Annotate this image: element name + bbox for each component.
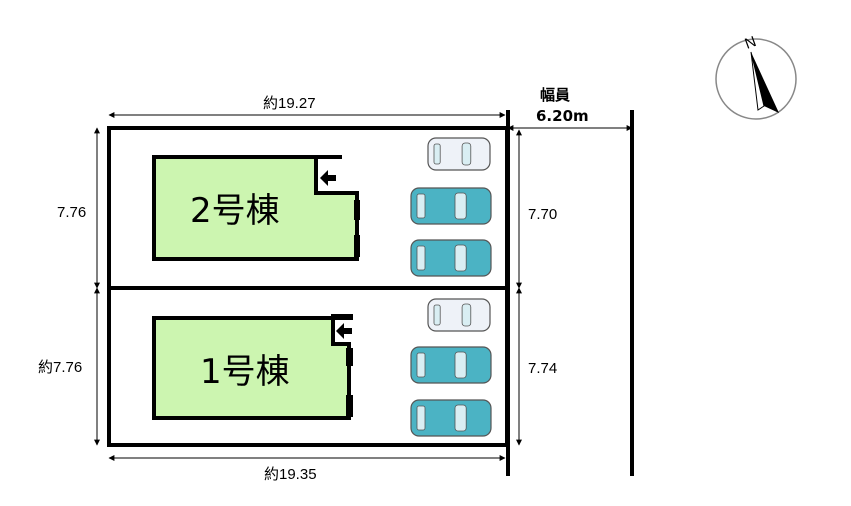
parked-car-icon <box>410 399 492 437</box>
building-1-window <box>346 348 353 366</box>
building-1: 1号棟 <box>152 314 353 420</box>
north-arrow-icon <box>751 52 779 113</box>
left-lower-label: 約7.76 <box>38 359 82 376</box>
entrance-arrow-icon <box>320 170 336 186</box>
building-2-window <box>354 235 360 257</box>
parking <box>410 137 492 437</box>
parked-car-icon <box>427 137 491 171</box>
building-1-label: 1号棟 <box>200 352 290 392</box>
parked-car-icon <box>410 346 492 384</box>
entrance-arrow-icon <box>336 323 352 339</box>
compass: N <box>715 33 797 120</box>
road-width-label: 6.20m <box>536 107 589 125</box>
right-upper-label: 7.70 <box>528 206 557 223</box>
road-label: 幅員 <box>540 86 570 104</box>
building-2-label: 2号棟 <box>190 191 280 231</box>
left-upper-label: 7.76 <box>57 204 86 221</box>
building-2-entry-wall <box>314 155 342 159</box>
parked-car-icon <box>410 187 492 225</box>
north-arrow-outline-icon <box>750 51 765 111</box>
parked-car-icon <box>427 298 491 332</box>
right-lower-label: 7.74 <box>528 360 557 377</box>
dimension-lines: 約19.27 約19.35 7.76 約7.76 7.70 7.74 <box>38 95 557 483</box>
building-2-window <box>354 200 360 220</box>
building-2: 2号棟 <box>152 155 360 261</box>
top-width-label: 約19.27 <box>263 95 316 112</box>
bottom-width-label: 約19.35 <box>264 466 317 483</box>
road: 幅員 6.20m <box>506 86 634 476</box>
parked-car-icon <box>410 239 492 277</box>
building-1-window <box>346 395 353 417</box>
building-1-entry-wall <box>331 314 353 320</box>
